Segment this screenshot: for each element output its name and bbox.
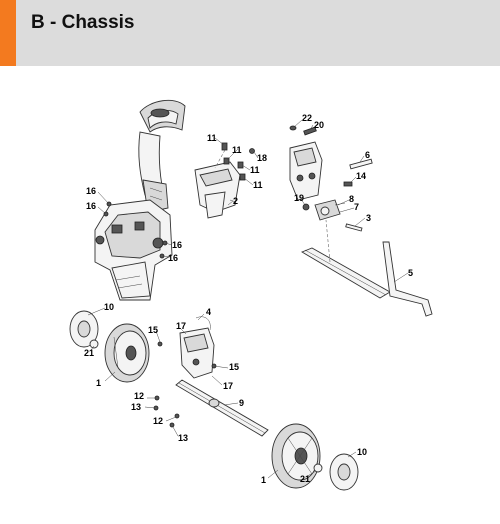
nut-21-left [89,339,99,349]
bolt-11-set [214,142,246,181]
callout-10-right: 10 [357,447,367,457]
exploded-parts-diagram: 11 11 11 11 18 2 22 20 6 14 19 8 7 3 5 1… [69,99,433,491]
page-title: B - Chassis [31,12,135,33]
callout-16-d: 16 [168,253,178,263]
callout-11-a: 11 [207,133,217,143]
callout-14: 14 [356,171,366,181]
callout-19: 19 [294,193,304,203]
callout-12-b: 12 [153,416,163,426]
callout-11-c: 11 [250,165,260,175]
callout-15-a: 15 [148,325,158,335]
nut-21-right [313,463,323,473]
callout-11-b: 11 [232,145,242,155]
axle-shaft-right [300,247,391,299]
header-band [0,0,500,66]
callout-1-right: 1 [261,475,266,485]
guide-dash-1 [325,219,331,263]
callout-13-a: 13 [131,402,141,412]
callout-6: 6 [365,150,370,160]
callout-20: 20 [314,120,324,130]
callout-4: 4 [206,307,211,317]
leader-lines [87,119,409,479]
callout-7: 7 [354,202,359,212]
bracket-2 [194,161,241,219]
wheel-cap-right [329,453,359,491]
main-housing [94,199,173,301]
height-lever-5 [382,241,433,317]
callout-13-b: 13 [178,433,188,443]
callout-17-b: 17 [223,381,233,391]
callout-3: 3 [366,213,371,223]
wheel-cap-left [69,310,99,348]
callout-21-right: 21 [300,474,310,484]
callout-21-left: 21 [84,348,94,358]
callout-18: 18 [257,153,267,163]
axle-9 [175,379,269,437]
right-upper-bracket [289,141,323,201]
callout-8: 8 [349,194,354,204]
lower-bracket-assembly [157,316,217,379]
callout-22: 22 [302,113,312,123]
handle-pipe [138,99,186,213]
screws-12-13 [153,395,180,428]
callout-5: 5 [408,268,413,278]
callout-16-c: 16 [172,240,182,250]
callout-12-a: 12 [134,391,144,401]
callout-labels: 11 11 11 11 18 2 22 20 6 14 19 8 7 3 5 1… [84,113,413,485]
accent-bar [0,0,16,66]
wheel-left [104,323,150,383]
callout-16-a: 16 [86,186,96,196]
pins-6-14-3 [343,158,373,232]
callout-2: 2 [233,196,238,206]
callout-1-left: 1 [96,378,101,388]
bolt-18 [249,148,255,154]
callout-17-a: 17 [176,321,186,331]
pin-20-22 [289,125,317,136]
clamp-8-19 [302,199,346,221]
callout-11-d: 11 [253,180,263,190]
callout-9: 9 [239,398,244,408]
callout-10-left: 10 [104,302,114,312]
wheel-right [271,423,321,489]
callout-15-b: 15 [229,362,239,372]
callout-16-b: 16 [86,201,96,211]
